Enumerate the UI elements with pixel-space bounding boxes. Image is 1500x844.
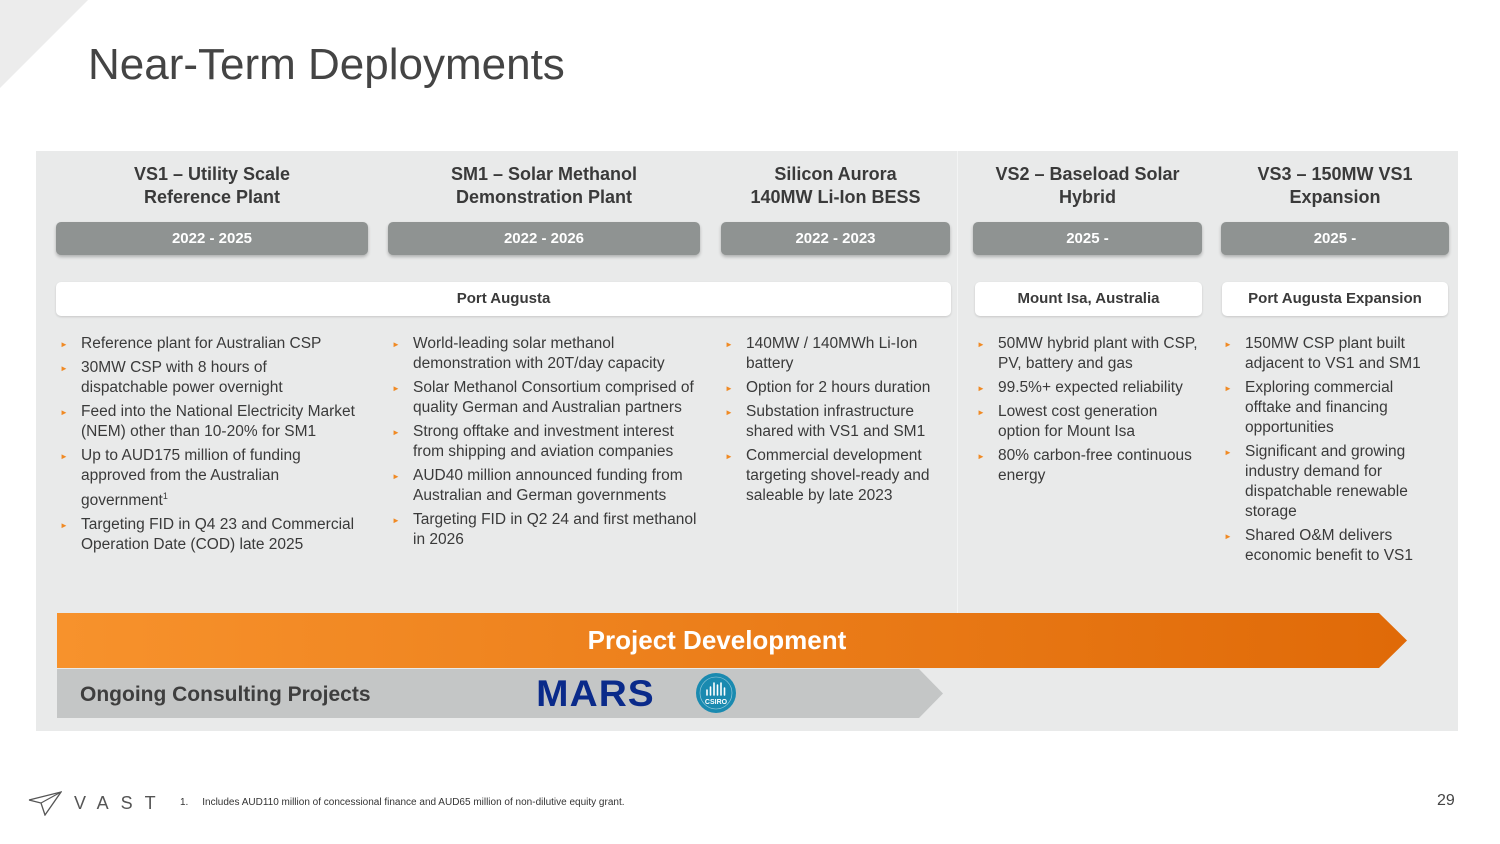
column-title-sm1: SM1 – Solar Methanol Demonstration Plant — [450, 164, 638, 207]
list-item: Reference plant for Australian CSP — [56, 334, 356, 355]
page-number: 29 — [1437, 792, 1455, 809]
vast-wordmark: VAST — [74, 792, 168, 813]
bullet-list-vs1: Reference plant for Australian CSP 30MW … — [56, 334, 356, 559]
list-item: Targeting FID in Q4 23 and Commercial Op… — [56, 515, 356, 555]
column-title-silicon-aurora: Silicon Aurora 140MW Li-Ion BESS — [750, 164, 921, 207]
list-item: Feed into the National Electricity Marke… — [56, 402, 356, 442]
bullet-list-sm1: World-leading solar methanol demonstrati… — [388, 334, 698, 554]
footnote: 1. Includes AUD110 million of concession… — [180, 797, 625, 808]
mars-logo: MARS — [536, 673, 655, 714]
corner-decoration — [0, 0, 88, 88]
list-item: Solar Methanol Consortium comprised of q… — [388, 378, 698, 418]
list-item: Strong offtake and investment interest f… — [388, 422, 698, 462]
list-item: 150MW CSP plant built adjacent to VS1 an… — [1220, 334, 1442, 374]
date-range-vs3: 2025 - — [1221, 222, 1449, 255]
list-item: World-leading solar methanol demonstrati… — [388, 334, 698, 374]
list-item: Up to AUD175 million of funding approved… — [56, 446, 356, 511]
column-title-vs3: VS3 – 150MW VS1 Expansion — [1257, 164, 1413, 207]
column-divider — [957, 151, 958, 613]
list-item: Commercial development targeting shovel-… — [721, 446, 947, 506]
project-development-label: Project Development — [587, 625, 847, 655]
date-range-vs2: 2025 - — [973, 222, 1202, 255]
list-item: 140MW / 140MWh Li-Ion battery — [721, 334, 947, 374]
list-item: 80% carbon-free continuous energy — [973, 446, 1199, 486]
column-title-vs2: VS2 – Baseload Solar Hybrid — [995, 164, 1180, 207]
location-port-augusta-expansion: Port Augusta Expansion — [1222, 282, 1448, 316]
csiro-logo: CSIRO — [696, 673, 736, 713]
location-port-augusta: Port Augusta — [56, 282, 951, 316]
vast-mark-icon — [28, 791, 62, 816]
date-range-vs1: 2022 - 2025 — [56, 222, 368, 255]
bullet-list-silicon-aurora: 140MW / 140MWh Li-Ion battery Option for… — [721, 334, 947, 510]
svg-text:CSIRO: CSIRO — [705, 699, 728, 706]
footnote-ref: 1 — [162, 491, 168, 501]
vast-logo: VAST — [28, 788, 168, 818]
list-item: Significant and growing industry demand … — [1220, 442, 1442, 522]
list-item: Targeting FID in Q2 24 and first methano… — [388, 510, 698, 550]
list-item: Option for 2 hours duration — [721, 378, 947, 399]
list-item: AUD40 million announced funding from Aus… — [388, 466, 698, 506]
list-item: Shared O&M delivers economic benefit to … — [1220, 526, 1442, 566]
project-development-arrow — [57, 613, 1407, 668]
bullet-list-vs3: 150MW CSP plant built adjacent to VS1 an… — [1220, 334, 1442, 570]
list-item: 30MW CSP with 8 hours of dispatchable po… — [56, 358, 356, 398]
consulting-label: Ongoing Consulting Projects — [80, 683, 371, 706]
list-item: Exploring commercial offtake and financi… — [1220, 378, 1442, 438]
list-item: 50MW hybrid plant with CSP, PV, battery … — [973, 334, 1199, 374]
column-title-vs1: VS1 – Utility Scale Reference Plant — [133, 164, 291, 207]
bullet-list-vs2: 50MW hybrid plant with CSP, PV, battery … — [973, 334, 1199, 490]
date-range-sm1: 2022 - 2026 — [388, 222, 700, 255]
list-item: 99.5%+ expected reliability — [973, 378, 1199, 399]
date-range-silicon-aurora: 2022 - 2023 — [721, 222, 950, 255]
list-item: Substation infrastructure shared with VS… — [721, 402, 947, 442]
location-mount-isa: Mount Isa, Australia — [975, 282, 1202, 316]
slide-title: Near-Term Deployments — [88, 40, 565, 89]
list-item: Lowest cost generation option for Mount … — [973, 402, 1199, 442]
